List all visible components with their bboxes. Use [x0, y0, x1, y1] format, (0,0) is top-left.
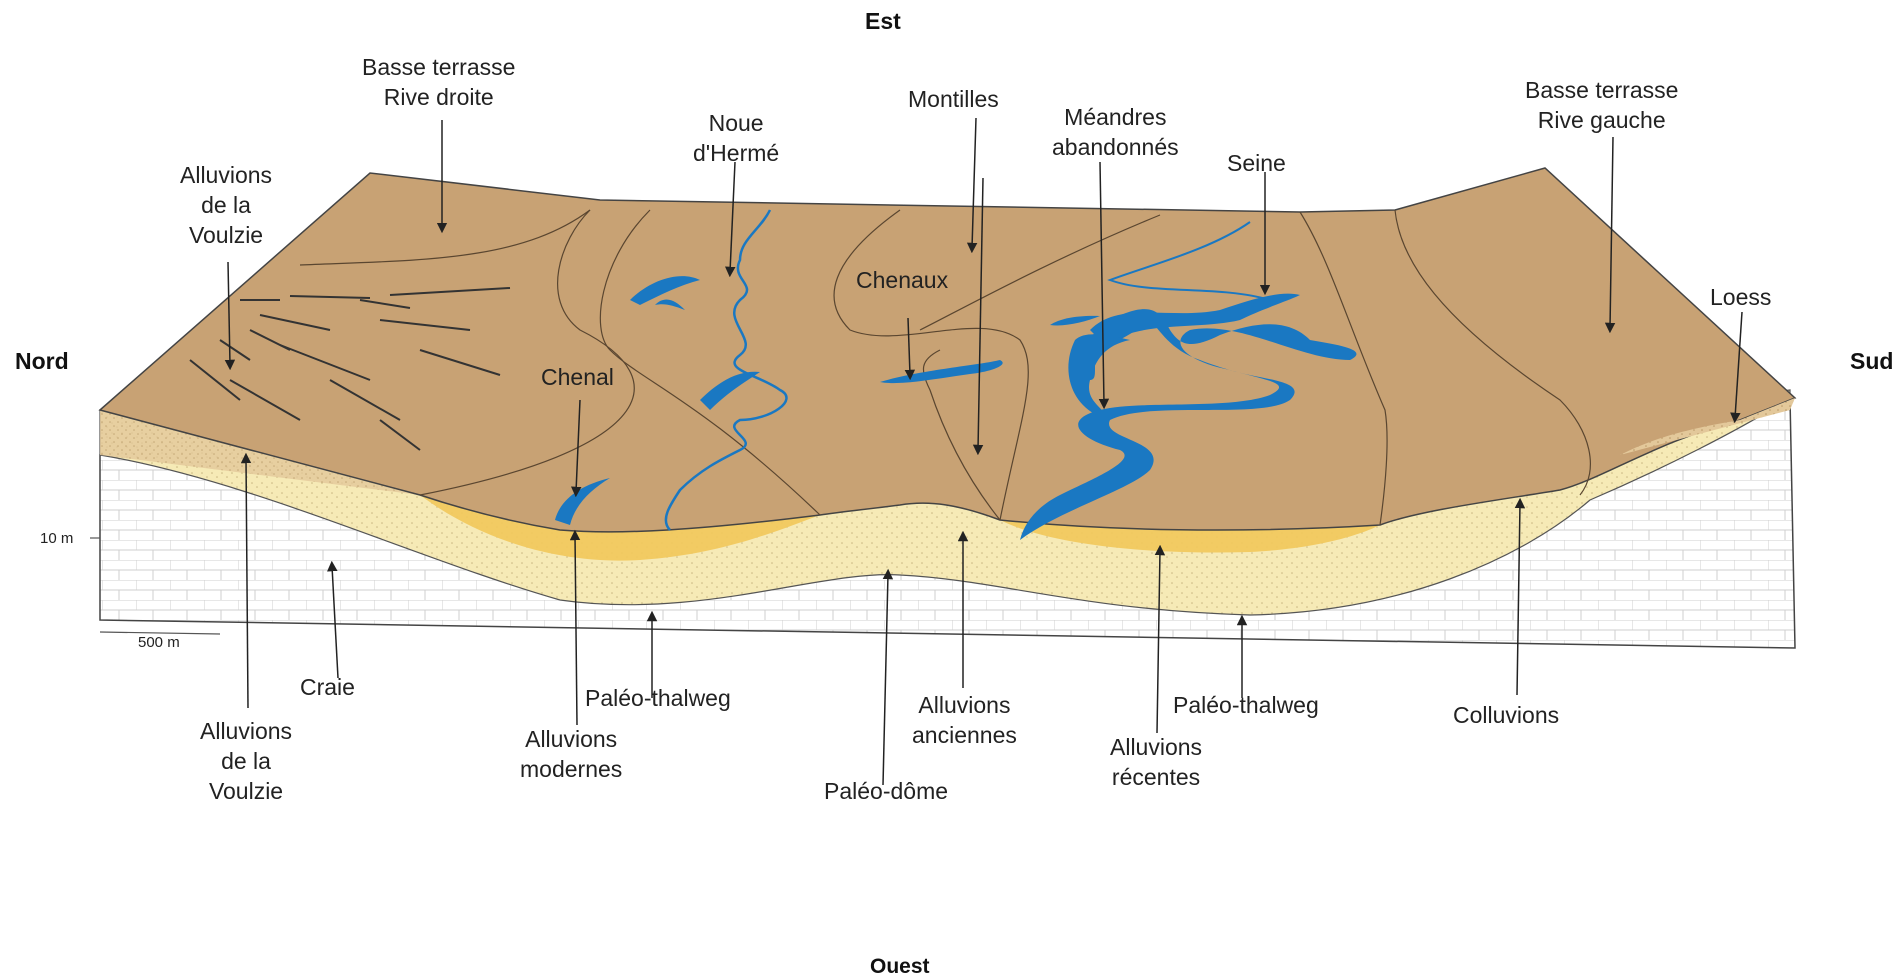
direction-south: Sud	[1850, 348, 1893, 375]
label-basse-terrasse-rg: Basse terrasseRive gauche	[1525, 75, 1678, 135]
label-paleo-dome: Paléo-dôme	[824, 776, 948, 806]
label-colluvions: Colluvions	[1453, 700, 1559, 730]
label-meandres-abandonnes: Méandresabandonnés	[1052, 102, 1179, 162]
label-chenaux: Chenaux	[856, 265, 948, 295]
label-alluvions-anciennes: Alluvionsanciennes	[912, 690, 1017, 750]
label-paleo-thalweg-1: Paléo-thalweg	[585, 683, 731, 713]
label-alluvions-voulzie-top: Alluvionsde laVoulzie	[180, 160, 272, 250]
label-alluvions-voulzie-bottom: Alluvionsde laVoulzie	[200, 716, 292, 806]
label-chenal: Chenal	[541, 362, 614, 392]
label-seine: Seine	[1227, 148, 1286, 178]
direction-east: Est	[865, 8, 901, 35]
label-montilles: Montilles	[908, 84, 999, 114]
scale-vertical: 10 m	[40, 530, 73, 547]
label-basse-terrasse-rd: Basse terrasseRive droite	[362, 52, 515, 112]
label-alluvions-recentes: Alluvionsrécentes	[1110, 732, 1202, 792]
label-loess: Loess	[1710, 282, 1771, 312]
label-alluvions-modernes: Alluvionsmodernes	[520, 724, 622, 784]
label-paleo-thalweg-2: Paléo-thalweg	[1173, 690, 1319, 720]
label-noue-dherme: Noued'Hermé	[693, 108, 779, 168]
scale-horizontal: 500 m	[138, 634, 180, 651]
floodplain-surface	[100, 168, 1795, 532]
direction-west: Ouest	[870, 955, 930, 979]
label-craie: Craie	[300, 672, 355, 702]
direction-north: Nord	[15, 348, 69, 375]
